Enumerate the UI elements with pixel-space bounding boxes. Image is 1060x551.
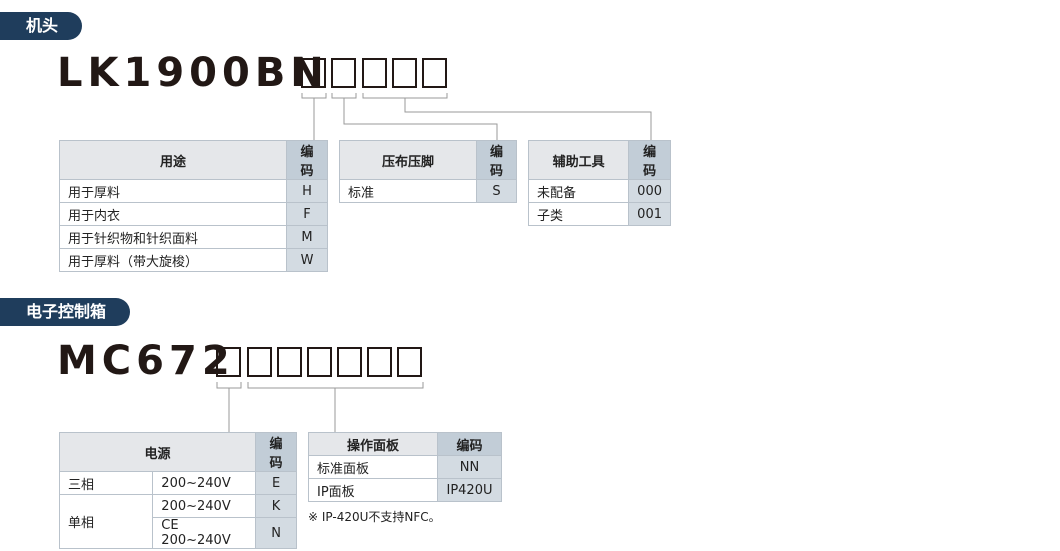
table-row: 用于内衣 F	[58, 202, 328, 226]
code-cell: M	[286, 225, 328, 249]
power-table: 电源 编码 三相 200~240V E 单相 200~240V K CE 200…	[58, 432, 297, 549]
code-slot	[337, 347, 362, 377]
table-row: 三相 200~240V E	[58, 471, 297, 495]
leader-line	[404, 98, 652, 140]
usage-table: 用途 编码 用于厚料 H 用于内衣 F 用于针织物和针织面料 M 用于厚料（带大…	[58, 140, 328, 272]
code-slot	[277, 347, 302, 377]
column-header-code: 编码	[628, 140, 671, 180]
bracket	[216, 382, 242, 389]
footnote: ※ IP-420U不支持NFC。	[308, 510, 441, 524]
code-slot	[367, 347, 392, 377]
column-header-code: 编码	[437, 432, 502, 456]
code-cell: 000	[628, 179, 671, 203]
table-cell: 用于内衣	[58, 202, 288, 226]
code-cell: E	[255, 471, 297, 495]
operation-panel-table: 操作面板 编码 标准面板 NN IP面板 IP420U	[308, 432, 502, 502]
table-cell: IP面板	[308, 478, 438, 502]
code-cell: IP420U	[437, 478, 502, 502]
table-cell: 标准	[338, 179, 478, 203]
table-cell-voltage: 200~240V	[152, 494, 257, 518]
column-header-code: 编码	[255, 432, 297, 472]
code-slot	[301, 58, 326, 88]
bracket	[247, 382, 424, 389]
table-row: IP面板 IP420U	[308, 478, 502, 502]
code-slot	[362, 58, 387, 88]
code-slot	[392, 58, 417, 88]
table-cell-voltage: 200~240V	[152, 471, 257, 495]
table-row: 标准面板 NN	[308, 455, 502, 479]
column-header-code: 编码	[286, 140, 328, 180]
code-cell: F	[286, 202, 328, 226]
column-header: 电源	[58, 432, 257, 472]
code-cell: S	[476, 179, 517, 203]
code-cell: NN	[437, 455, 502, 479]
table-cell-phase: 单相	[58, 494, 154, 549]
table-row: 未配备 000	[527, 179, 671, 203]
table-cell-voltage: CE 200~240V	[152, 517, 257, 549]
code-cell: N	[255, 517, 297, 549]
table-row: 子类 001	[527, 202, 671, 226]
table-cell: 用于厚料（带大旋梭）	[58, 248, 288, 272]
code-slot	[422, 58, 447, 88]
leader-line	[343, 98, 498, 140]
head-model-code: LK1900BN	[57, 50, 329, 96]
code-slot	[216, 347, 241, 377]
auxiliary-tool-table: 辅助工具 编码 未配备 000 子类 001	[527, 140, 671, 226]
code-slot	[331, 58, 356, 88]
section-label-control-box: 电子控制箱	[0, 298, 131, 326]
column-header: 压布压脚	[338, 140, 478, 180]
table-cell: 标准面板	[308, 455, 438, 479]
box-model-code: MC672	[57, 338, 235, 384]
table-row: 用于针织物和针织面料 M	[58, 225, 328, 249]
column-header-code: 编码	[476, 140, 517, 180]
table-cell: 子类	[527, 202, 630, 226]
code-cell: K	[255, 494, 297, 518]
code-slot	[247, 347, 272, 377]
column-header: 操作面板	[308, 432, 438, 456]
table-cell-phase: 三相	[58, 471, 154, 495]
section-label-head: 机头	[0, 12, 83, 40]
column-header: 用途	[58, 140, 288, 180]
code-cell: W	[286, 248, 328, 272]
table-row: CE 200~240V N	[60, 517, 297, 549]
column-header: 辅助工具	[527, 140, 630, 180]
table-row: 用于厚料（带大旋梭） W	[58, 248, 328, 272]
code-slot	[307, 347, 332, 377]
code-slot	[397, 347, 422, 377]
table-row: 标准 S	[338, 179, 517, 203]
code-cell: 001	[628, 202, 671, 226]
code-cell: H	[286, 179, 328, 203]
table-cell: 用于针织物和针织面料	[58, 225, 288, 249]
table-row: 单相 200~240V K	[58, 494, 297, 549]
presser-foot-table: 压布压脚 编码 标准 S	[338, 140, 517, 203]
